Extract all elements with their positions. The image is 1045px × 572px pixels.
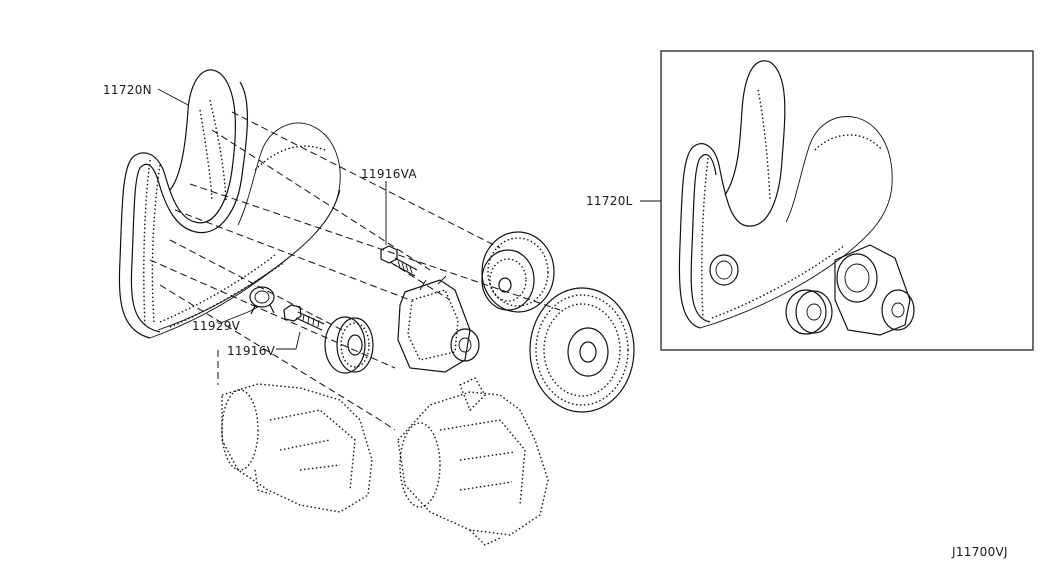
- serpentine-belt-11720n: [118, 69, 341, 339]
- leader-lines: [157, 88, 661, 350]
- label-11916v: 11916V: [227, 344, 276, 358]
- idler-pulley: [324, 316, 374, 374]
- label-11720l: 11720L: [586, 194, 633, 208]
- reference-code: J11700VJ: [951, 545, 1008, 559]
- belt-kit-inset: [660, 50, 1034, 351]
- alternator: [397, 377, 549, 546]
- kit-clip: [709, 254, 739, 286]
- inset-frame: [660, 50, 1034, 351]
- kit-tensioner: [834, 244, 911, 336]
- ac-compressor: [221, 383, 373, 513]
- large-pulley: [529, 287, 635, 413]
- label-11916va: 11916VA: [361, 167, 417, 181]
- tensioner-assembly: [397, 275, 480, 373]
- label-11720n: 11720N: [103, 83, 152, 97]
- alignment-lines: [149, 111, 561, 431]
- part-labels: 11720N 11916VA 11929V 11916V 11720L J117…: [103, 83, 1008, 559]
- clip-11929v: [249, 286, 275, 315]
- kit-idler-pulley: [785, 289, 827, 335]
- label-11929v: 11929V: [192, 319, 241, 333]
- crank-pulley-upper: [481, 231, 555, 313]
- bolt-11916v: [283, 304, 325, 331]
- bolt-11916va: [380, 245, 418, 277]
